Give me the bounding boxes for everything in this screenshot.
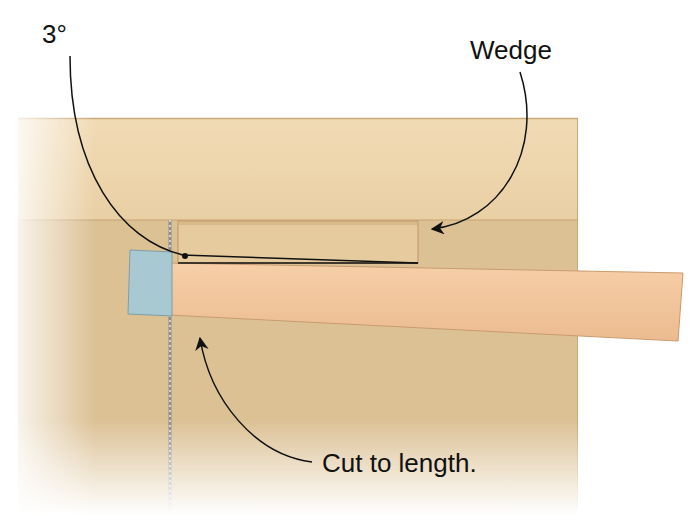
wedge-line: [182, 255, 418, 263]
fade: [0, 420, 700, 515]
leader-line: [70, 56, 183, 255]
note-label: Cut to length.: [322, 449, 477, 478]
stick: [168, 263, 683, 341]
wedge-slot: [178, 221, 418, 263]
leader-arrow: [200, 338, 312, 462]
angle-dot: [182, 253, 188, 259]
top-rail: [18, 118, 578, 220]
slot-shadow: [178, 221, 418, 225]
rail-edge: [18, 118, 578, 120]
rail-joint: [18, 220, 578, 221]
angle-label: 3°: [42, 20, 67, 49]
stop-block: [128, 250, 172, 316]
part-label: Wedge: [470, 36, 552, 65]
leader-arrow: [432, 72, 527, 229]
